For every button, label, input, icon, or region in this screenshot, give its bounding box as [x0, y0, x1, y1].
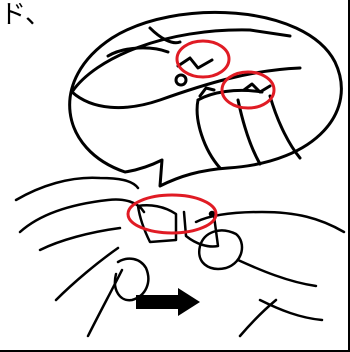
arrow-head	[178, 288, 200, 316]
left-hand-thumb	[20, 200, 144, 233]
right-hand-thumb	[199, 230, 242, 268]
left-hand-finger-2	[88, 270, 122, 336]
right-body-dot	[210, 212, 214, 216]
right-hand-wrist	[240, 300, 276, 336]
bubble-outline	[70, 12, 342, 186]
left-hand-knuckle	[115, 259, 148, 301]
magnified-detail-bubble	[70, 12, 342, 186]
highlight-circle-hands	[128, 195, 216, 233]
right-hand-finger	[260, 300, 322, 320]
left-hand-palm	[40, 228, 120, 250]
arrow-shaft	[136, 295, 180, 309]
right-arrow-icon	[136, 288, 200, 316]
right-hand-index	[196, 212, 344, 232]
left-hand-index	[16, 178, 138, 200]
left-hand-finger-1	[56, 248, 118, 300]
right-hand-palm	[238, 260, 316, 286]
